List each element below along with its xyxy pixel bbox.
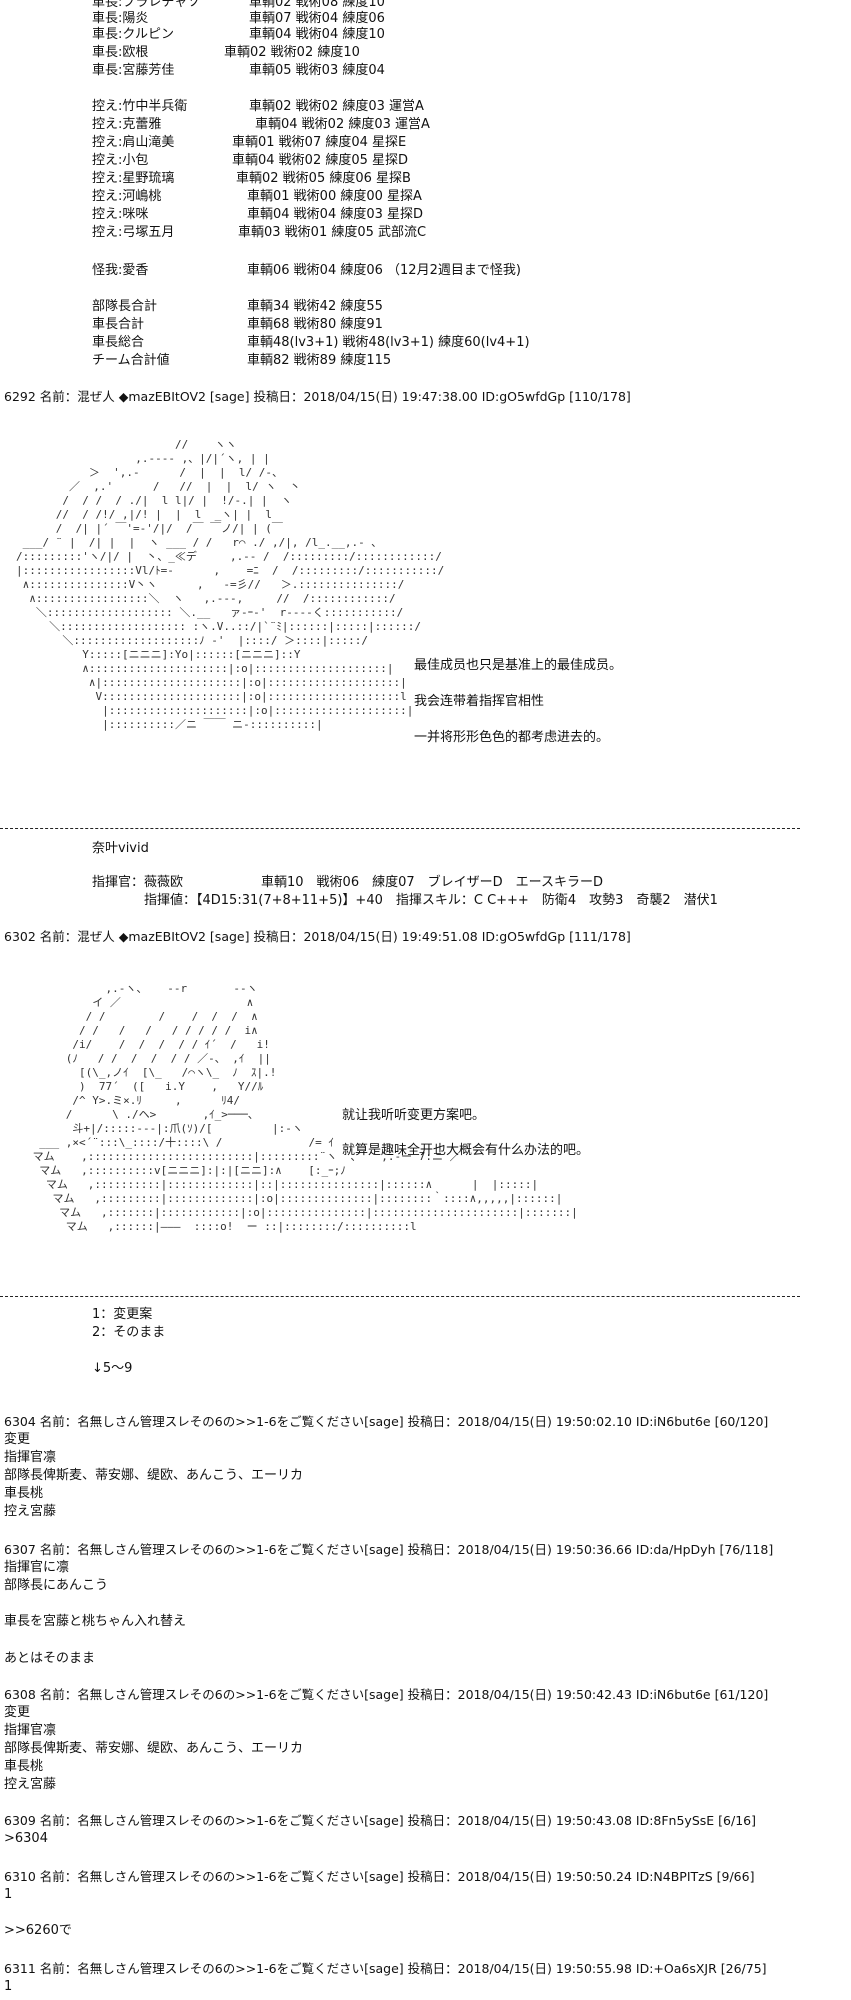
post-body-line: 指揮官凛 [4, 1450, 57, 1465]
post-body-line: 変更 [4, 1432, 31, 1447]
roster-name: 控え:肩山滝美 [92, 135, 175, 150]
dialog-line: 就让我听听变更方案吧。 [342, 1108, 486, 1123]
roster-row: 控え:肩山滝美 車輌01 戦術07 練度04 星探E [92, 134, 406, 151]
roster-row: 控え:小包 車輌04 戦術02 練度05 星探D [92, 152, 408, 169]
post-body-line: 控え宮藤 [4, 1777, 57, 1792]
roster-stats: 車輌82 戦術89 練度115 [247, 353, 392, 368]
roster-row: 控え:河嶋桃 車輌01 戦術00 練度00 星探A [92, 188, 422, 205]
roster-row: 控え:星野琉璃 車輌02 戦術05 練度06 星探B [92, 170, 411, 187]
roster-stats: 車輌02 戦術02 練度03 運営A [249, 99, 424, 114]
roster-stats: 車輌34 戦術42 練度55 [247, 299, 383, 314]
roster-stats: 車輌04 戦術04 練度03 星探D [247, 207, 424, 222]
roster-row: チーム合計値 車輌82 戦術89 練度115 [92, 352, 391, 369]
roster-name: 控え:小包 [92, 153, 149, 168]
dialog-line: 我会连带着指挥官相性 [414, 694, 545, 709]
roster-row: 車長:プラレチャソ 車輌02 戦術08 練度10 [92, 0, 385, 11]
post-body-line: >6304 [4, 1831, 48, 1846]
roster-name: 車長総合 [92, 335, 145, 350]
roster-stats: 車輌02 戦術02 練度10 [224, 45, 360, 60]
vote-option: 1：変更案 [92, 1307, 153, 1322]
roster-stats: 車輌04 戦術04 練度10 [249, 27, 385, 42]
roster-name: 部隊長合計 [92, 299, 158, 314]
post-body-line: 変更 [4, 1705, 31, 1720]
post-body-line: 1 [4, 1887, 13, 1902]
roster-name: 怪我:愛香 [92, 263, 149, 278]
ascii-art-character: // ヽヽ ,.---‐ ,、|/|´ヽ, | | ＞ ',.- / | | l… [16, 438, 445, 731]
post-header: 6310 名前：名無しさん管理スレその6の>>1-6をご覧ください[sage] … [4, 1869, 755, 1884]
divider [0, 1296, 800, 1297]
roster-name: 控え:克蕾雅 [92, 117, 162, 132]
post-body-line: あとはそのまま [4, 1651, 96, 1666]
post-header: 6302 名前：混ぜ人 ◆mazEBItOV2 [sage] 投稿日：2018/… [4, 929, 631, 944]
roster-stats: 車輌07 戦術04 練度06 [249, 11, 385, 26]
roster-stats: 車輌04 戦術02 練度03 運営A [255, 117, 430, 132]
roster-name: 控え:河嶋桃 [92, 189, 162, 204]
post-body-line: 部隊長にあんこう [4, 1578, 109, 1593]
roster-name: 控え:竹中半兵衛 [92, 99, 188, 114]
roster-row: 車長総合 車輌48(lv3+1) 戦術48(lv3+1) 練度60(lv4+1) [92, 334, 530, 351]
roster-row: 車長:陽炎 車輌07 戦術04 練度06 [92, 10, 385, 27]
post-header: 6309 名前：名無しさん管理スレその6の>>1-6をご覧ください[sage] … [4, 1813, 756, 1828]
roster-row: 控え:咪咪 車輌04 戦術04 練度03 星探D [92, 206, 423, 223]
roster-stats: 車輌02 戦術05 練度06 星探B [236, 171, 411, 186]
post-body-line: 1 [4, 1979, 13, 1994]
roster-stats: 車輌06 戦術04 練度06 （12月2週目まで怪我) [247, 263, 521, 278]
roster-name: 車長:クルピン [92, 27, 174, 42]
post-header: 6308 名前：名無しさん管理スレその6の>>1-6をご覧ください[sage] … [4, 1687, 769, 1702]
vote-option: 2：そのまま [92, 1325, 166, 1340]
ascii-art-character: ,.-ヽ、 --r --ヽ イ ／ ∧ / / / / / / ∧ / / / … [32, 982, 578, 1233]
dialog-line: 就算是趣味全开也大概会有什么办法的吧。 [342, 1143, 590, 1158]
profile-commander: 指揮官：薇薇欧 車輌10 戦術06 練度07 ブレイザーD エースキラーD [92, 875, 603, 890]
post-body-line: >>6260で [4, 1923, 72, 1938]
roster-name: 車長:欧根 [92, 45, 149, 60]
roster-name: 控え:咪咪 [92, 207, 149, 222]
dialog-line: 一并将形形色色的都考虑进去的。 [414, 730, 610, 745]
roster-name: 車長:プラレチャソ [92, 0, 201, 10]
roster-row: 怪我:愛香 車輌06 戦術04 練度06 （12月2週目まで怪我) [92, 262, 521, 279]
roster-name: 車長:宮藤芳佳 [92, 63, 175, 78]
roster-name: 控え:弓塚五月 [92, 225, 175, 240]
post-body-line: 車長を宮藤と桃ちゃん入れ替え [4, 1614, 187, 1629]
dialog-line: 最佳成员也只是基准上的最佳成员。 [414, 658, 623, 673]
post-body-line: 車長桃 [4, 1486, 44, 1501]
post-body-line: 部隊長俾斯麦、蒂安娜、缇欧、あんこう、エーリカ [4, 1741, 304, 1756]
roster-row: 車長:欧根 車輌02 戦術02 練度10 [92, 44, 360, 61]
post-body-line: 部隊長俾斯麦、蒂安娜、缇欧、あんこう、エーリカ [4, 1468, 304, 1483]
roster-stats: 車輌03 戦術01 練度05 武部流C [238, 225, 427, 240]
profile-command-values: 指揮値：【4D15:31(7+8+11+5)】+40 指揮スキル：C C+++ … [144, 893, 718, 908]
roster-stats: 車輌01 戦術00 練度00 星探A [247, 189, 422, 204]
roster-row: 控え:竹中半兵衛 車輌02 戦術02 練度03 運営A [92, 98, 424, 115]
roster-row: 控え:弓塚五月 車輌03 戦術01 練度05 武部流C [92, 224, 426, 241]
roster-name: 車長:陽炎 [92, 11, 149, 26]
roster-row: 部隊長合計 車輌34 戦術42 練度55 [92, 298, 383, 315]
post-header: 6292 名前：混ぜ人 ◆mazEBItOV2 [sage] 投稿日：2018/… [4, 389, 631, 404]
roster-name: 車長合計 [92, 317, 145, 332]
dice-range: ↓5～9 [92, 1361, 133, 1376]
roster-stats: 車輌04 戦術02 練度05 星探D [232, 153, 409, 168]
roster-stats: 車輌05 戦術03 練度04 [249, 63, 385, 78]
post-body-line: 指揮官に凛 [4, 1560, 70, 1575]
roster-stats: 車輌68 戦術80 練度91 [247, 317, 383, 332]
post-body-line: 控え宮藤 [4, 1504, 57, 1519]
roster-name: 控え:星野琉璃 [92, 171, 175, 186]
roster-stats: 車輌01 戦術07 練度04 星探E [232, 135, 407, 150]
post-header: 6311 名前：名無しさん管理スレその6の>>1-6をご覧ください[sage] … [4, 1961, 767, 1976]
post-header: 6307 名前：名無しさん管理スレその6の>>1-6をご覧ください[sage] … [4, 1542, 774, 1557]
profile-name: 奈叶vivid [92, 841, 149, 856]
roster-row: 車長:宮藤芳佳 車輌05 戦術03 練度04 [92, 62, 385, 79]
roster-row: 車長:クルピン 車輌04 戦術04 練度10 [92, 26, 385, 43]
post-header: 6304 名前：名無しさん管理スレその6の>>1-6をご覧ください[sage] … [4, 1414, 769, 1429]
divider [0, 828, 800, 829]
roster-stats: 車輌02 戦術08 練度10 [249, 0, 385, 10]
roster-name: チーム合計値 [92, 353, 170, 368]
post-body-line: 指揮官凛 [4, 1723, 57, 1738]
roster-row: 車長合計 車輌68 戦術80 練度91 [92, 316, 383, 333]
post-body-line: 車長桃 [4, 1759, 44, 1774]
roster-row: 控え:克蕾雅 車輌04 戦術02 練度03 運営A [92, 116, 430, 133]
roster-stats: 車輌48(lv3+1) 戦術48(lv3+1) 練度60(lv4+1) [247, 335, 530, 350]
